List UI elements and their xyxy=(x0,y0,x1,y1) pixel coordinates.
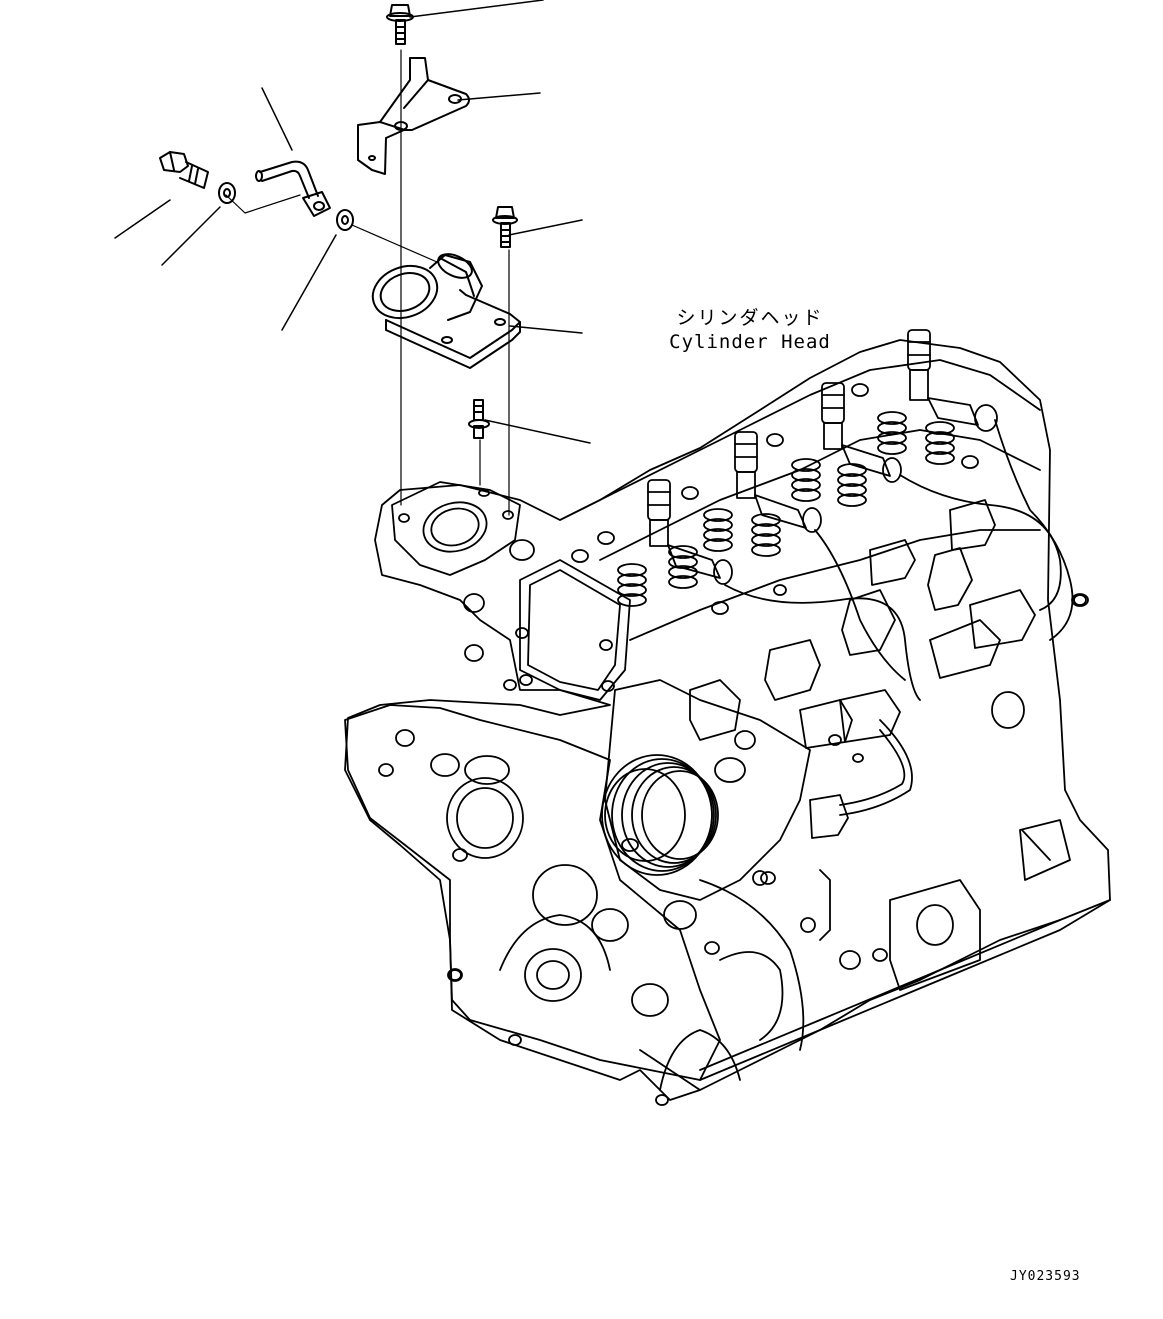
washer-2-hole xyxy=(342,216,348,224)
cylinder-head-label-english: Cylinder Head xyxy=(669,331,831,353)
crankcase xyxy=(640,820,1110,1090)
flange-bolt xyxy=(493,207,517,247)
valve-springs xyxy=(618,412,954,606)
assembly-center-lines xyxy=(226,50,509,515)
injector-3 xyxy=(822,383,901,482)
thermostat-cover xyxy=(365,249,520,368)
connectors xyxy=(800,590,1035,838)
stud-bolt xyxy=(469,400,489,438)
timing-cover xyxy=(345,705,720,1080)
engine-block xyxy=(345,330,1110,1105)
fuel-lines xyxy=(725,420,1073,815)
banjo-bolt xyxy=(160,152,208,188)
misc-bolts xyxy=(449,595,1086,1105)
leader-lines xyxy=(115,0,590,443)
injector-1 xyxy=(648,480,732,584)
washer-2 xyxy=(337,210,353,230)
head-bolts xyxy=(572,384,1088,614)
drawing-code: JY023593 xyxy=(1010,1269,1081,1284)
injector-4 xyxy=(908,330,997,431)
injector-2 xyxy=(735,432,821,532)
washer-1 xyxy=(219,183,235,203)
bracket-bolt xyxy=(387,5,413,44)
bent-pipe xyxy=(256,162,330,216)
cylinder-head-label-japanese: シリンダヘッド xyxy=(676,307,824,329)
water-pump-pulley xyxy=(602,680,810,900)
washer-1-hole xyxy=(224,189,230,197)
bracket xyxy=(358,58,469,174)
